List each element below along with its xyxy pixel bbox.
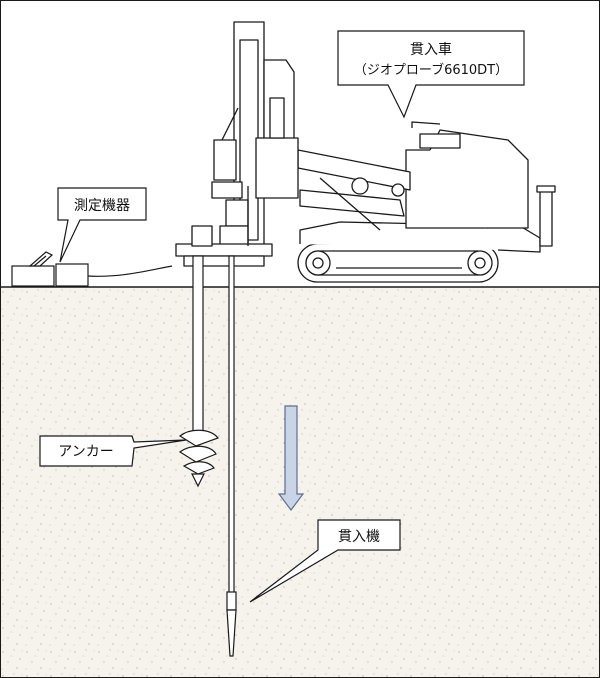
callout-anchor: アンカー [39,435,187,467]
vehicle-label-line2: （ジオプローブ6610DT） [354,62,508,78]
instrument-label: 測定機器 [74,198,130,214]
penetration-rod [226,255,237,657]
callout-instrument: 測定機器 [57,187,147,263]
penetration-vehicle [175,21,556,283]
vehicle-label-line1: 貫入車 [410,41,452,58]
penetrator-label: 貫入機 [338,529,380,545]
ground [0,286,600,677]
callout-vehicle: 貫入車 （ジオプローブ6610DT） [337,30,525,119]
measuring-instrument [11,251,173,287]
anchor-auger [178,255,219,488]
callout-penetrator: 貫入機 [249,519,401,603]
penetration-direction-arrow [277,405,305,511]
anchor-label: アンカー [58,444,113,460]
